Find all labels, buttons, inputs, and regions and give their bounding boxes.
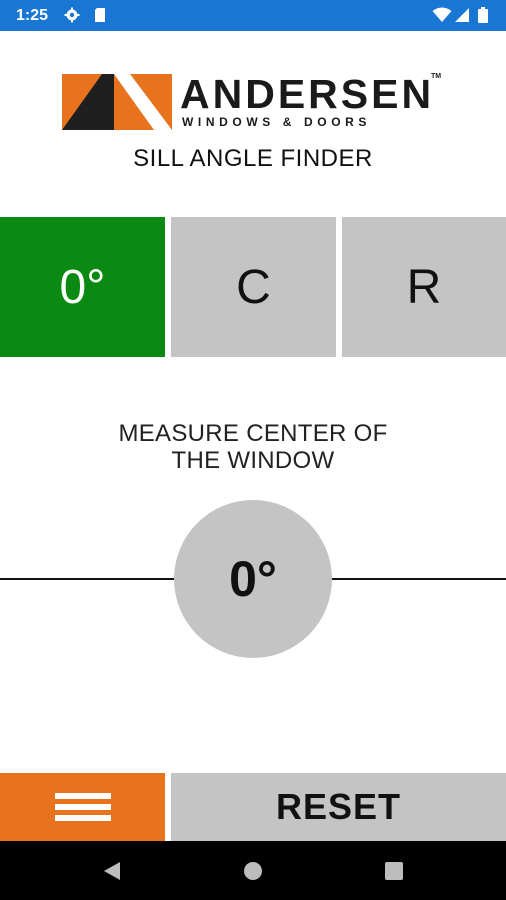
tab-zero-degree[interactable]: 0° bbox=[0, 217, 165, 357]
recents-icon[interactable] bbox=[382, 859, 406, 883]
tab-center[interactable]: C bbox=[171, 217, 336, 357]
tab-right[interactable]: R bbox=[342, 217, 506, 357]
logo-wordmark: ANDERSEN bbox=[180, 71, 435, 117]
angle-reading-bubble: 0° bbox=[174, 500, 332, 658]
instruction-line-1: MEASURE CENTER OF bbox=[118, 420, 388, 447]
gear-icon bbox=[64, 7, 80, 23]
status-time: 1:25 bbox=[16, 7, 49, 24]
reset-button[interactable]: RESET bbox=[171, 773, 506, 841]
instruction-line-2: THE WINDOW bbox=[171, 447, 335, 474]
logo-trademark: TM bbox=[431, 73, 442, 80]
system-nav-bar bbox=[0, 841, 506, 900]
sd-card-icon bbox=[95, 8, 105, 22]
logo-subtitle: WINDOWS & DOORS bbox=[182, 115, 371, 129]
menu-button[interactable] bbox=[0, 773, 165, 841]
back-icon[interactable] bbox=[100, 859, 124, 883]
andersen-logo-mark-icon bbox=[62, 74, 172, 130]
signal-icon bbox=[455, 8, 469, 22]
wifi-icon bbox=[432, 7, 452, 22]
home-icon[interactable] bbox=[241, 859, 265, 883]
app-title: SILL ANGLE FINDER bbox=[133, 145, 373, 172]
status-bar: 1:25 bbox=[0, 0, 506, 31]
andersen-logo: ANDERSEN TM WINDOWS & DOORS bbox=[62, 71, 446, 130]
measure-instruction: MEASURE CENTER OF THE WINDOW bbox=[0, 420, 506, 474]
battery-icon bbox=[478, 7, 488, 23]
